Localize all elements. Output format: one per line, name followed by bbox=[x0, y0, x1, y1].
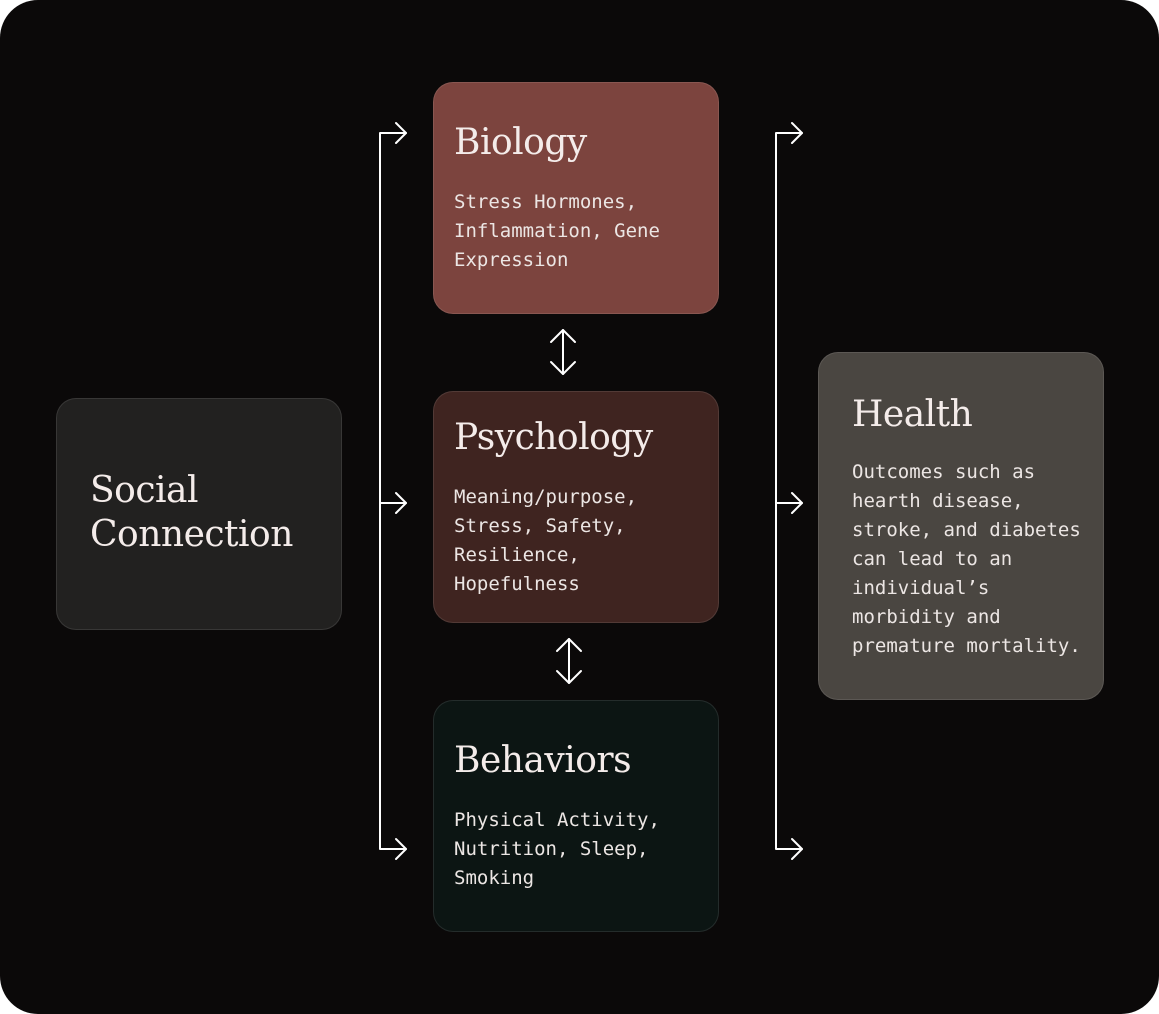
health-description-line: hearth disease, bbox=[852, 490, 1024, 512]
health-description-line: individual’s bbox=[852, 577, 990, 599]
behaviors-description: Physical Activity, Nutrition, Sleep, Smo… bbox=[454, 806, 660, 893]
psychology-description-line: Stress, Safety, bbox=[454, 515, 626, 537]
double-arrow-psychology-behaviors-icon bbox=[556, 638, 582, 684]
arrow-to-psychology-icon bbox=[395, 492, 407, 514]
behaviors-title: Behaviors bbox=[454, 740, 632, 781]
health-description-line: can lead to an bbox=[852, 548, 1013, 570]
social-connection-box: Social Connection bbox=[56, 398, 342, 630]
psychology-description-line: Hopefulness bbox=[454, 573, 580, 595]
arrow-to-health-bottom-icon bbox=[791, 838, 803, 860]
social-connection-title-line: Connection bbox=[90, 514, 293, 555]
health-description-line: premature mortality. bbox=[852, 635, 1081, 657]
left-bracket-line bbox=[379, 132, 407, 850]
biology-description: Stress Hormones, Inflammation, Gene Expr… bbox=[454, 188, 660, 275]
biology-description-line: Inflammation, Gene bbox=[454, 220, 660, 242]
psychology-box: Psychology Meaning/purpose, Stress, Safe… bbox=[433, 391, 719, 623]
health-box: Health Outcomes such as hearth disease, … bbox=[818, 352, 1104, 700]
psychology-description-line: Resilience, bbox=[454, 544, 580, 566]
arrow-to-behaviors-icon bbox=[395, 838, 407, 860]
behaviors-box: Behaviors Physical Activity, Nutrition, … bbox=[433, 700, 719, 932]
health-description-line: morbidity and bbox=[852, 606, 1001, 628]
arrow-to-health-top-icon bbox=[791, 122, 803, 144]
biology-description-line: Expression bbox=[454, 249, 569, 271]
health-description-line: Outcomes such as bbox=[852, 461, 1036, 483]
psychology-title: Psychology bbox=[454, 417, 653, 458]
arrow-to-health-middle-icon bbox=[791, 492, 803, 514]
health-description: Outcomes such as hearth disease, stroke,… bbox=[852, 458, 1081, 661]
social-connection-title: Social Connection bbox=[90, 469, 293, 557]
psychology-description-line: Meaning/purpose, bbox=[454, 486, 638, 508]
right-bracket-line bbox=[775, 132, 803, 850]
double-arrow-biology-psychology-icon bbox=[550, 329, 576, 375]
behaviors-description-line: Nutrition, Sleep, bbox=[454, 838, 649, 860]
health-title: Health bbox=[852, 394, 973, 435]
biology-box: Biology Stress Hormones, Inflammation, G… bbox=[433, 82, 719, 314]
behaviors-description-line: Smoking bbox=[454, 867, 535, 889]
health-description-line: stroke, and diabetes bbox=[852, 519, 1081, 541]
social-connection-title-line: Social bbox=[90, 470, 198, 511]
biology-title: Biology bbox=[454, 122, 587, 163]
arrow-to-biology-icon bbox=[395, 122, 407, 144]
psychology-description: Meaning/purpose, Stress, Safety, Resilie… bbox=[454, 483, 637, 599]
biology-description-line: Stress Hormones, bbox=[454, 191, 638, 213]
behaviors-description-line: Physical Activity, bbox=[454, 809, 660, 831]
